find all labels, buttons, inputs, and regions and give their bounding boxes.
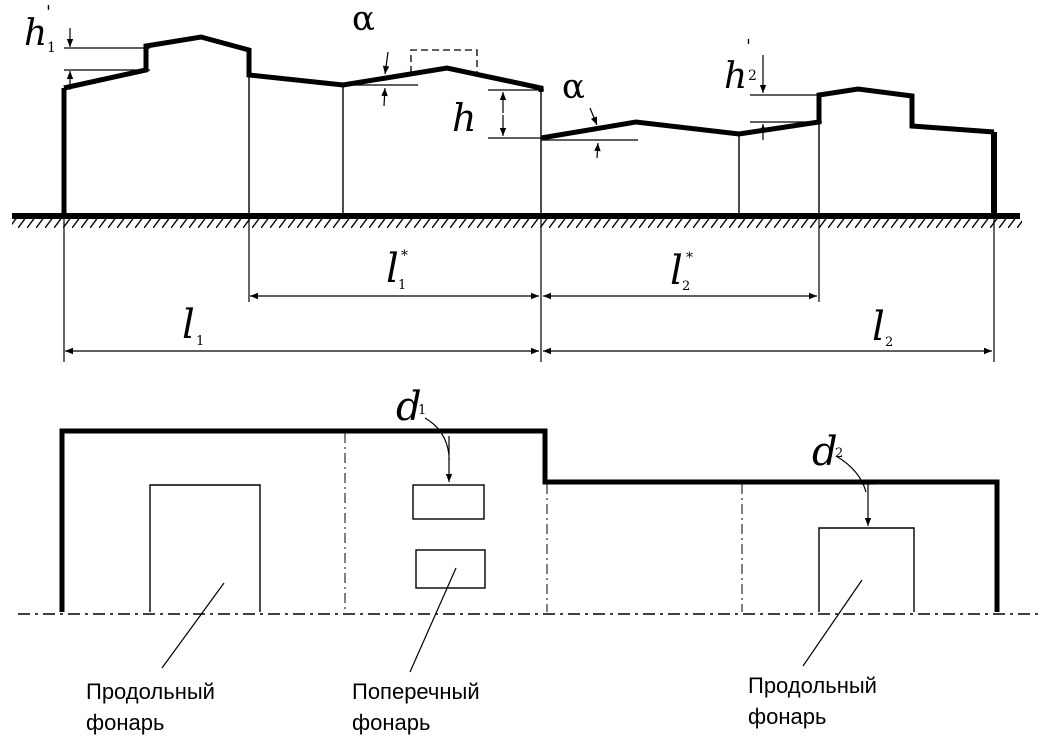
extension-lines bbox=[63, 216, 995, 362]
alpha1-label: α bbox=[352, 0, 375, 39]
plan-view: d 1 d 2 Продольный фонарь Поперечный фон… bbox=[18, 384, 1040, 735]
d1-dimension bbox=[424, 417, 453, 482]
caption-leaders bbox=[161, 567, 863, 673]
l1-label: l bbox=[182, 302, 195, 348]
d1-subscript: 1 bbox=[418, 403, 426, 418]
columns bbox=[248, 75, 820, 216]
plan-gridlines bbox=[344, 433, 743, 612]
caption-longitudinal-2-line1: Продольный bbox=[748, 673, 877, 698]
l2-star-mark: * bbox=[686, 250, 693, 266]
h2-prime-mark: ' bbox=[746, 36, 751, 57]
h-dimension bbox=[488, 89, 544, 139]
lantern-dashed bbox=[410, 49, 478, 75]
roof-left bbox=[63, 34, 544, 92]
h-label: h bbox=[452, 96, 476, 140]
caption-longitudinal-2-line2: фонарь bbox=[748, 704, 826, 729]
alpha2-angle bbox=[541, 107, 638, 159]
caption-transverse-line1: Поперечный bbox=[352, 679, 480, 704]
l1-star-label: l bbox=[386, 246, 399, 292]
lantern-longitudinal-2 bbox=[818, 527, 915, 612]
l1-subscript: 1 bbox=[196, 334, 204, 349]
h2-label: h bbox=[724, 56, 747, 97]
alpha2-label: α bbox=[562, 67, 585, 107]
caption-longitudinal-1-line1: Продольный bbox=[86, 679, 215, 704]
lantern-transverse-2 bbox=[415, 549, 486, 589]
caption-longitudinal-1-line2: фонарь bbox=[86, 710, 164, 735]
l1-star-mark: * bbox=[401, 248, 408, 264]
lantern-transverse-1 bbox=[412, 484, 485, 520]
h1-subscript: 1 bbox=[47, 40, 56, 56]
cross-section: h 1 ' α h α h bbox=[12, 0, 1022, 362]
d2-dimension bbox=[835, 455, 874, 526]
d2-subscript: 2 bbox=[835, 446, 843, 461]
l2-star-label: l bbox=[670, 248, 683, 294]
h2-dimension bbox=[750, 55, 822, 140]
d2-label: d bbox=[812, 429, 838, 475]
h2-subscript: 2 bbox=[748, 68, 757, 84]
lantern-longitudinal-1 bbox=[149, 484, 261, 612]
d1-label: d bbox=[396, 384, 422, 430]
h1-label: h bbox=[24, 13, 47, 54]
h1-dimension bbox=[64, 28, 150, 90]
l2-label: l bbox=[872, 304, 885, 350]
l2-star-subscript: 2 bbox=[682, 279, 690, 294]
caption-transverse-line2: фонарь bbox=[352, 710, 430, 735]
l1-star-subscript: 1 bbox=[398, 278, 406, 293]
alpha1-angle bbox=[343, 51, 418, 107]
l2-subscript: 2 bbox=[885, 335, 893, 350]
h1-prime-mark: ' bbox=[46, 2, 51, 23]
roof-right bbox=[540, 86, 995, 141]
plan-outline bbox=[59, 428, 1000, 612]
